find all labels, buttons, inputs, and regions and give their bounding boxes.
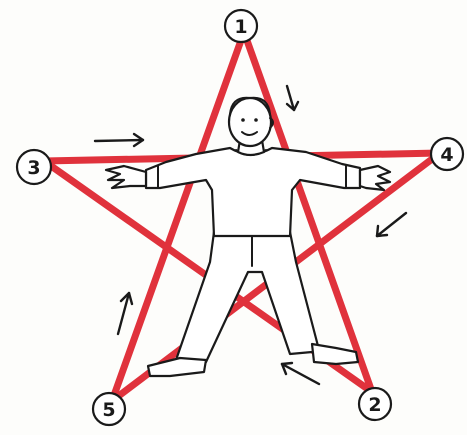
- node-1-label: 1: [234, 16, 247, 38]
- node-5: 5: [93, 393, 125, 425]
- left-hand: [106, 166, 146, 188]
- arrow-icon: [118, 293, 132, 334]
- arrow-icon: [95, 134, 143, 146]
- node-4: 4: [431, 138, 463, 170]
- node-5-label: 5: [102, 399, 115, 421]
- node-3-label: 3: [27, 157, 40, 179]
- arrow-icon: [377, 213, 406, 236]
- arrow-icon: [282, 363, 319, 384]
- node-4-label: 4: [440, 144, 453, 166]
- right-hand: [360, 166, 390, 190]
- person-head: [229, 98, 271, 146]
- left-shoe: [148, 358, 206, 376]
- left-eye: [241, 118, 245, 122]
- arrow-icon: [287, 86, 298, 110]
- right-eye: [254, 118, 258, 122]
- right-shoe: [312, 344, 358, 364]
- node-3: 3: [17, 150, 51, 184]
- node-2: 2: [359, 388, 391, 420]
- node-1: 1: [225, 10, 257, 42]
- node-2-label: 2: [368, 394, 381, 416]
